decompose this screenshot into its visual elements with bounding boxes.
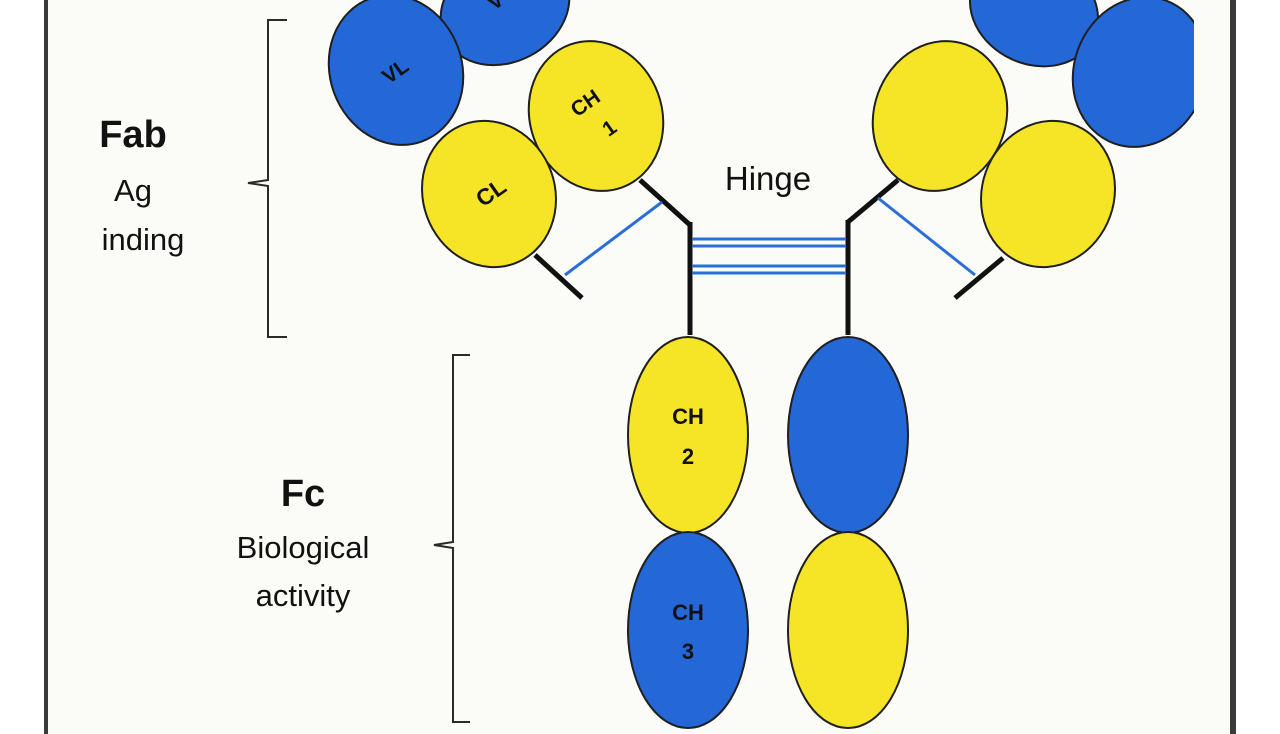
- fab-line2: inding: [102, 222, 185, 257]
- fc-line1: Biological: [237, 530, 370, 565]
- left-vl-domain: [327, 0, 465, 146]
- left-cl-domain: [421, 119, 557, 269]
- fc-line2: activity: [256, 578, 351, 613]
- right-light-chain-tail: [953, 256, 1005, 300]
- left-ch2-domain: [627, 336, 749, 534]
- ch3-label-line1: CH: [672, 600, 704, 625]
- right-ch1-domain: [871, 40, 1009, 192]
- left-light-chain-tail: [533, 253, 584, 300]
- right-ch3-domain: [787, 531, 909, 729]
- hinge-label: Hinge: [725, 160, 811, 197]
- right-cl-domain: [980, 119, 1116, 269]
- right-crop-mask: [1194, 0, 1234, 160]
- ch3-label-line2: 3: [682, 639, 694, 664]
- right-heavy-chain-link: [846, 178, 900, 224]
- fab-line1: Ag: [114, 173, 152, 208]
- ch2-label-line1: CH: [672, 404, 704, 429]
- left-ch1-domain: [527, 40, 665, 192]
- right-ch2-domain: [787, 336, 909, 534]
- right-light-heavy-disulfide: [877, 196, 976, 277]
- left-heavy-chain-link: [638, 178, 692, 227]
- fab-bracket: [247, 19, 287, 338]
- ch2-label-line2: 2: [682, 444, 694, 469]
- fab-title: Fab: [99, 114, 167, 156]
- fc-bracket: [433, 354, 470, 723]
- fc-title: Fc: [281, 473, 325, 515]
- left-ch3-domain: [627, 531, 749, 729]
- left-light-heavy-disulfide: [564, 200, 663, 277]
